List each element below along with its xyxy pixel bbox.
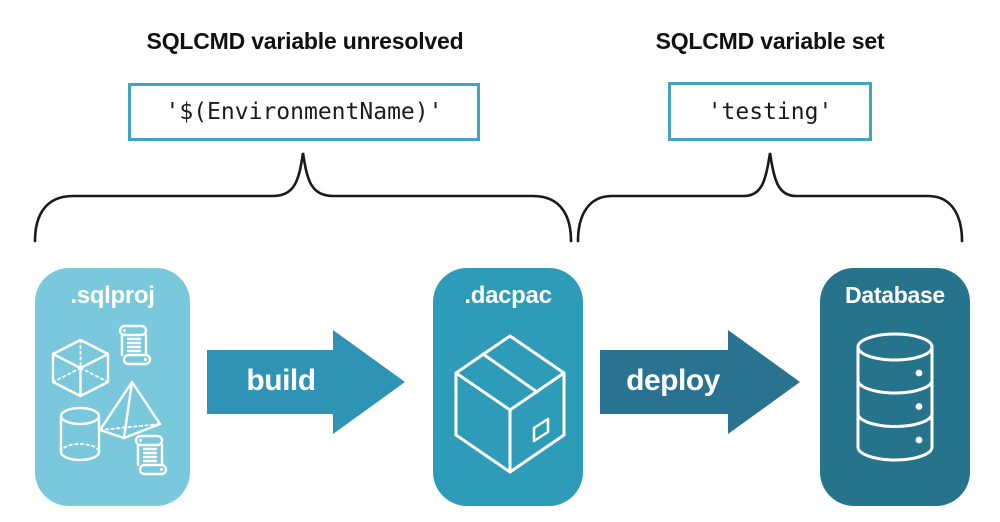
cylinder-icon <box>59 406 101 462</box>
cube-icon <box>51 338 110 398</box>
build-arrow-label: build <box>246 364 316 397</box>
stage-sqlproj-label: .sqlproj <box>70 282 155 309</box>
right-curly-brace <box>576 152 964 243</box>
sql-project-objects-icon <box>51 324 168 476</box>
package-box-icon <box>454 334 566 474</box>
deploy-arrow-label: deploy <box>626 364 720 397</box>
script-scroll-icon <box>118 324 152 366</box>
left-curly-brace <box>33 152 573 243</box>
database-cylinder-icon <box>856 332 934 462</box>
heading-sqlcmd-unresolved: SQLCMD variable unresolved <box>146 28 464 54</box>
stage-database-label: Database <box>845 282 945 308</box>
stage-dacpac-label: .dacpac <box>464 282 552 309</box>
code-box-testing-value: 'testing' <box>668 82 872 141</box>
pyramid-icon <box>98 380 162 440</box>
deploy-arrow: deploy <box>600 330 800 434</box>
code-box-environment-variable: '$(EnvironmentName)' <box>128 83 480 141</box>
stage-dacpac-card: .dacpac <box>433 268 583 506</box>
stage-database-card: Database <box>820 268 970 506</box>
build-arrow: build <box>207 330 405 434</box>
heading-sqlcmd-set: SQLCMD variable set <box>655 28 885 54</box>
script-scroll-icon <box>134 434 168 476</box>
